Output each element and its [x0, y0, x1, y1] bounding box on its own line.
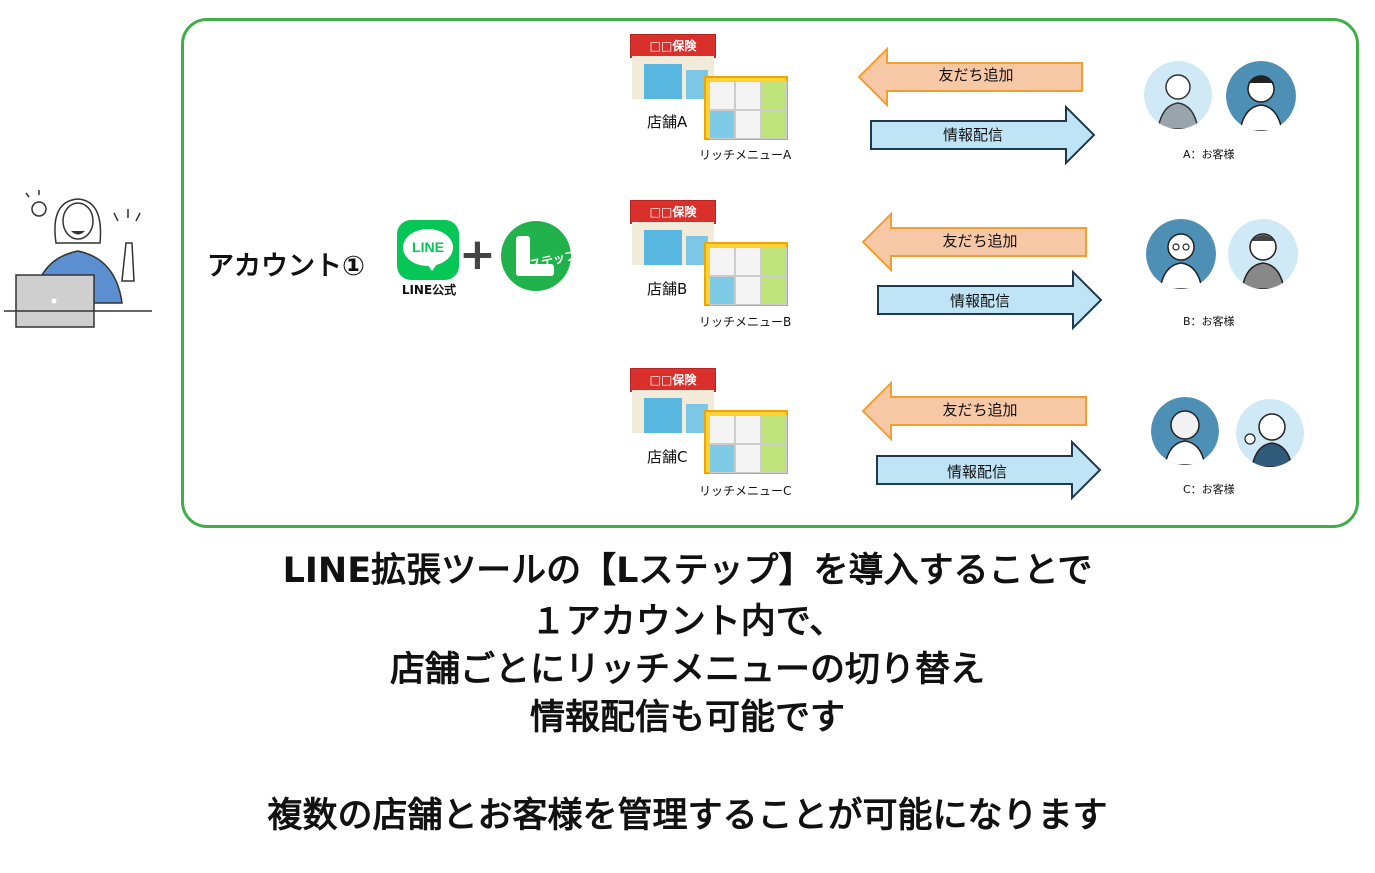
store-name: 店舗B — [647, 280, 688, 298]
info-delivery-arrow — [876, 439, 1102, 501]
info-delivery-arrow — [870, 104, 1096, 166]
store-a: □□保険 — [630, 34, 820, 164]
friend-add-label: 友だち追加 — [942, 401, 1018, 419]
customer-elderly-woman-avatar — [1151, 397, 1219, 465]
rich-menu-icon — [704, 410, 788, 474]
store-c: □□保険 — [630, 368, 820, 498]
rich-menu-label: リッチメニューC — [699, 484, 792, 498]
customer-man-suit-avatar — [1228, 219, 1298, 289]
caption-line-5: 複数の店舗とお客様を管理することが可能になります — [267, 796, 1108, 836]
line-logo-text: LINE — [403, 229, 453, 266]
friend-add-arrow — [861, 380, 1087, 442]
customers-label: C：お客様 — [1183, 483, 1235, 496]
store-sign: □□保険 — [630, 368, 716, 392]
caption-line-1: LINE拡張ツールの【Lステップ】を導入することで — [282, 551, 1093, 591]
store-name: 店舗C — [647, 448, 688, 466]
info-delivery-label: 情報配信 — [942, 126, 1003, 144]
friend-add-arrow — [861, 211, 1087, 273]
line-official-caption: LINE公式 — [401, 283, 457, 297]
rich-menu-icon — [704, 76, 788, 140]
account-label: アカウント① — [207, 251, 365, 282]
info-delivery-label: 情報配信 — [949, 292, 1010, 310]
friend-add-label: 友だち追加 — [942, 232, 1018, 250]
account-frame — [181, 18, 1359, 528]
rich-menu-label: リッチメニューA — [699, 148, 792, 162]
line-logo: LINE — [397, 220, 459, 280]
rich-menu-icon — [704, 242, 788, 306]
customer-man-avatar — [1226, 61, 1296, 131]
rich-menu-label: リッチメニューB — [699, 315, 792, 329]
lstep-logo: ステップ — [501, 221, 578, 291]
customers-label: A：お客様 — [1183, 148, 1235, 161]
friend-add-label: 友だち追加 — [938, 66, 1014, 84]
store-sign: □□保険 — [630, 200, 716, 224]
customers-label: B：お客様 — [1183, 315, 1235, 328]
friend-add-arrow — [857, 46, 1083, 108]
customer-elderly-man-avatar — [1236, 399, 1304, 467]
store-sign: □□保険 — [630, 34, 716, 58]
store-name: 店舗A — [647, 113, 688, 131]
customer-woman-glasses-avatar — [1146, 219, 1216, 289]
caption-line-4: 情報配信も可能です — [529, 698, 845, 738]
plus-icon: + — [459, 229, 496, 280]
store-b: □□保険 — [630, 200, 820, 330]
person-with-laptop-illustration — [4, 190, 152, 328]
customer-woman-avatar — [1144, 61, 1212, 129]
caption-line-2: １アカウント内で、 — [530, 602, 845, 642]
caption-line-3: 店舗ごとにリッチメニューの切り替え — [389, 650, 985, 690]
info-delivery-arrow — [877, 269, 1103, 331]
info-delivery-label: 情報配信 — [946, 463, 1007, 481]
